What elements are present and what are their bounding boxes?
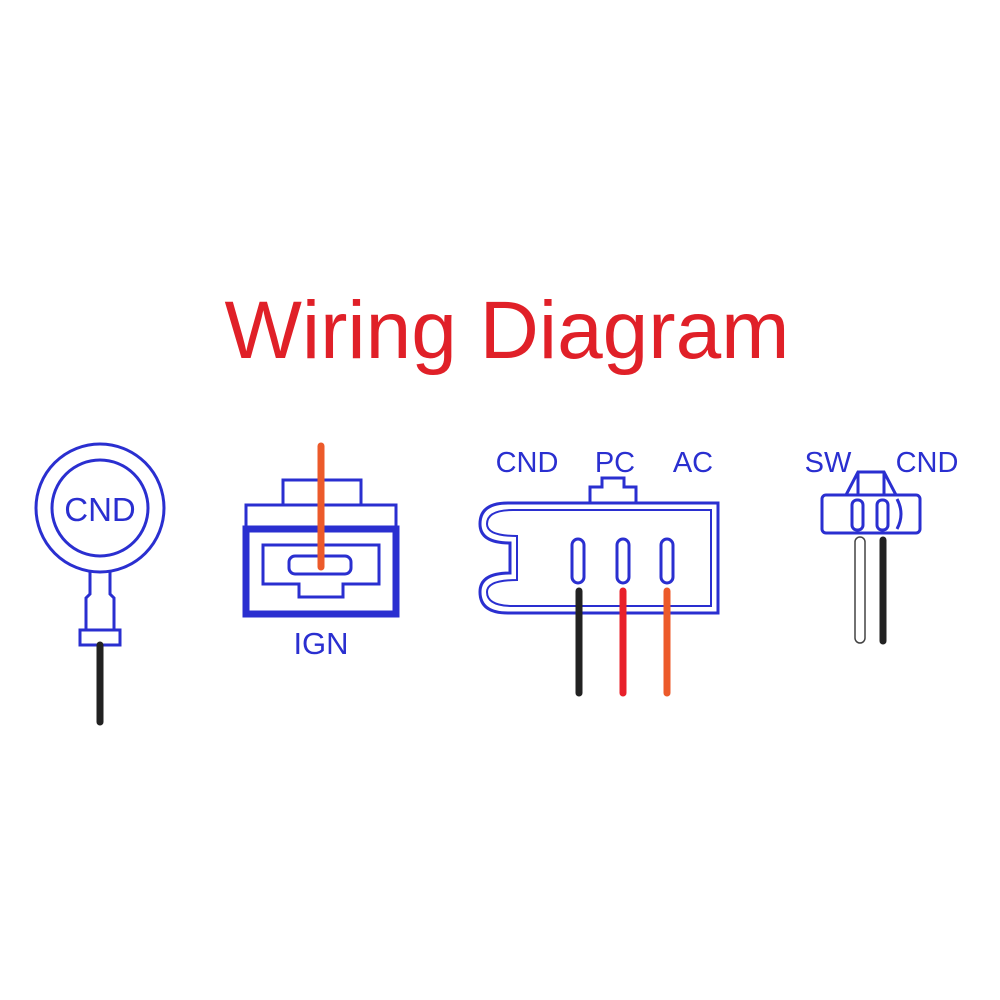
diagram-title: Wiring Diagram <box>225 285 790 376</box>
three-pin-connector-slot-pc <box>615 537 631 585</box>
ring-terminal-outer-ring <box>34 442 166 574</box>
three-pin-connector-outer-body <box>478 501 720 615</box>
two-pin-connector-label-cnd: CND <box>896 447 959 479</box>
three-pin-connector-label-pc: PC <box>595 447 635 479</box>
three-pin-connector-label-ac: AC <box>673 447 713 479</box>
two-pin-connector: SW CND <box>805 447 959 645</box>
ign-connector-socket <box>261 543 381 599</box>
three-pin-connector-slot-ac <box>659 537 675 585</box>
three-pin-connector-inner-body <box>485 509 712 607</box>
three-pin-connector-latch <box>588 476 638 503</box>
two-pin-connector-wire-white <box>854 536 866 644</box>
ring-terminal-label: CND <box>64 491 136 528</box>
two-pin-connector-latch <box>844 470 898 496</box>
two-pin-connector-edge-curve <box>895 498 903 530</box>
three-pin-connector-label-cnd: CND <box>496 447 559 479</box>
ring-terminal-inner-ring <box>50 458 150 558</box>
two-pin-connector-body <box>820 493 922 535</box>
two-pin-connector-label-sw: SW <box>805 447 852 479</box>
ign-connector: IGN <box>242 442 400 661</box>
ring-terminal-neck <box>84 572 116 630</box>
two-pin-connector-slot-sw <box>850 498 865 532</box>
three-pin-connector-slot-cnd <box>570 537 586 585</box>
three-pin-connector: CND PC AC <box>478 447 720 697</box>
two-pin-connector-slot-cnd <box>875 498 890 532</box>
ring-terminal: CND <box>34 442 166 726</box>
ign-connector-label: IGN <box>293 626 348 661</box>
